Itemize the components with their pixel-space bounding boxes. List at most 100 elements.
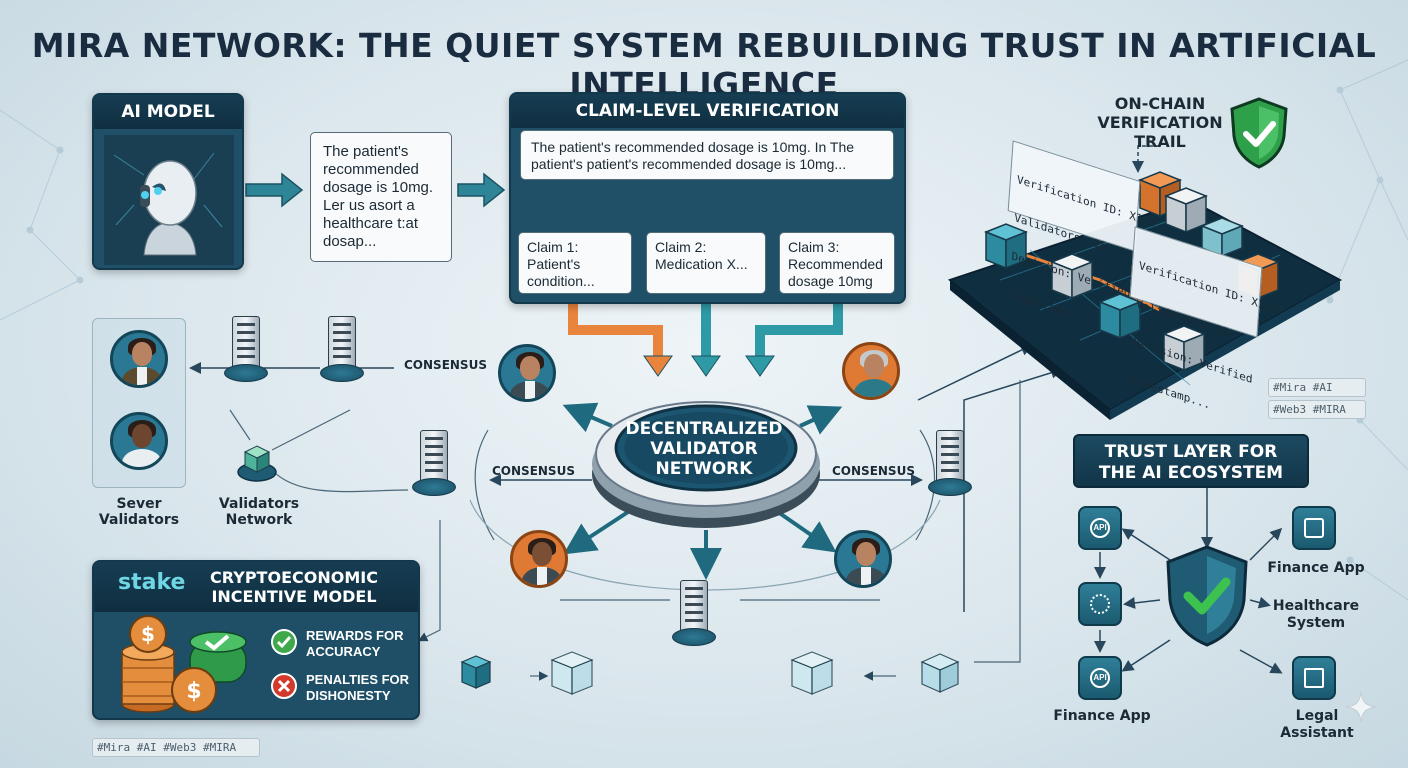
hub-label: DECENTRALIZED VALIDATOR NETWORK <box>604 419 804 479</box>
hashtag: #Web3 <box>163 741 197 754</box>
validator-avatar <box>110 330 168 388</box>
trust-shield-icon <box>1166 545 1248 647</box>
penalties-line: PENALTIES FOR <box>306 672 410 687</box>
hashtag-group: #Web3 #MIRA <box>1268 400 1366 419</box>
penalties-line: DISHONESTY <box>306 688 391 703</box>
document-check-icon <box>1292 656 1336 700</box>
ai-output-line: recommended <box>323 161 419 178</box>
finance-app-label: Finance App <box>1267 560 1365 576</box>
healthcare-line: Healthcare <box>1272 598 1360 614</box>
validators-network-line: Validators <box>218 496 300 512</box>
claim-2-line: Medication X... <box>655 256 748 272</box>
trust-layer-title: TRUST LAYER FOR THE AI ECOSYSTEM <box>1073 434 1309 488</box>
wallet-icon <box>1292 506 1336 550</box>
ledger-title-line: VERIFICATION TRAIL <box>1097 113 1223 151</box>
ai-output-line: healthcare t:at <box>323 215 419 232</box>
claim-3-title: Claim 3: <box>788 239 840 255</box>
claim-1-line: condition... <box>527 273 595 289</box>
claim-2-title: Claim 2: <box>655 239 707 255</box>
validator-avatar <box>510 530 568 588</box>
hashtag: #Web3 <box>1273 403 1307 416</box>
incentive-header <box>94 562 418 612</box>
hashtag: #AI <box>136 741 157 754</box>
penalties-label: PENALTIES FOR DISHONESTY <box>306 672 409 704</box>
ai-output-line: The patient's <box>323 143 409 160</box>
sparkle-icon <box>1345 691 1377 723</box>
validator-avatar <box>834 530 892 588</box>
ai-output-line: dosage is 10mg. <box>323 179 434 196</box>
x-circle-icon <box>271 673 297 699</box>
hub-label-line: DECENTRALIZED <box>625 419 783 439</box>
ledger-title: ON-CHAIN VERIFICATION TRAIL <box>1070 94 1250 151</box>
record-line: Verification ID: X123 <box>1138 258 1279 316</box>
claim-3-line: Recommended <box>788 256 883 272</box>
server-validators-line: Validators <box>98 512 180 528</box>
incentive-title-line: INCENTIVE MODEL <box>211 587 377 606</box>
hashtag-group: #Mira #AI #Web3 #MIRA <box>92 738 260 757</box>
flow-arrow-model-to-text <box>245 172 304 208</box>
claim-2-box: Claim 2: Medication X... <box>646 232 766 294</box>
healthcare-line: System <box>1286 615 1346 631</box>
rewards-label: REWARDS FOR ACCURACY <box>306 628 404 660</box>
incentive-title: CRYPTOECONOMIC INCENTIVE MODEL <box>196 568 392 606</box>
validators-network-label: Validators Network <box>212 496 306 528</box>
server-validators-line: Sever <box>116 496 162 512</box>
stake-label: stake <box>118 570 186 595</box>
trust-layer-title-line: TRUST LAYER FOR <box>1104 442 1278 462</box>
claim-1-title: Claim 1: <box>527 239 579 255</box>
validator-avatar <box>110 412 168 470</box>
api-icon-label: API <box>1090 518 1110 538</box>
ai-output-line: Ler us asort a <box>323 197 415 214</box>
ai-output-line: dosap... <box>323 233 377 250</box>
server-rack-icon <box>224 316 268 382</box>
trust-layer-title-line: THE AI ECOSYSTEM <box>1098 463 1284 483</box>
server-rack-icon <box>672 580 716 646</box>
check-circle-icon <box>271 629 297 655</box>
robot-icon <box>104 135 234 265</box>
legal-assistant-label: Legal Assistant <box>1262 708 1372 742</box>
claim-input-line: The patient's recommended dosage is 10mg… <box>531 139 855 155</box>
ledger-title-line: ON-CHAIN <box>1114 94 1206 113</box>
record-line: Validators: 15 <box>1013 211 1108 254</box>
hashtag: #Mira <box>1273 381 1307 394</box>
claim-verification-title: CLAIM-LEVEL VERIFICATION <box>511 94 904 128</box>
legal-line: Assistant <box>1280 725 1354 741</box>
coin-stack-icon: $ $ <box>121 615 247 713</box>
record-line: Verification ID: X123 <box>1016 172 1157 230</box>
consensus-label: CONSENSUS <box>404 358 487 372</box>
record-line: Decision: Verified <box>1133 335 1253 387</box>
network-node-icon <box>237 445 277 482</box>
rewards-line: ACCURACY <box>306 644 381 659</box>
svg-text:$: $ <box>141 622 155 646</box>
claim-input-text: The patient's recommended dosage is 10mg… <box>520 130 894 180</box>
hub-label-line: NETWORK <box>655 459 753 479</box>
hashtag: #MIRA <box>1312 403 1346 416</box>
claim-3-line: dosage 10mg <box>788 273 873 289</box>
hashtag: #Mira <box>97 741 131 754</box>
gear-icon <box>1078 582 1122 626</box>
healthcare-system-label: Healthcare System <box>1258 598 1374 632</box>
consensus-label: CONSENSUS <box>492 464 575 478</box>
validator-hub-disc <box>592 401 820 528</box>
server-validators-label: Sever Validators <box>92 496 186 528</box>
claim-input-line: patient's patient's recommended dosage i… <box>531 156 847 172</box>
claim-3-box: Claim 3: Recommended dosage 10mg <box>779 232 895 294</box>
validator-avatar <box>498 344 556 402</box>
ai-output-text-box: The patient's recommended dosage is 10mg… <box>310 132 452 262</box>
hashtag: #MIRA <box>203 741 237 754</box>
server-rack-icon <box>412 430 456 496</box>
record-line: Decision: Verified <box>1011 249 1131 301</box>
server-rack-icon <box>320 316 364 382</box>
ai-model-title: AI MODEL <box>94 95 242 129</box>
hashtag: #AI <box>1312 381 1333 394</box>
rewards-line: REWARDS FOR <box>306 628 404 643</box>
api-icon-label: API <box>1090 668 1110 688</box>
incentive-title-line: CRYPTOECONOMIC <box>210 568 378 587</box>
validators-network-line: Network <box>225 512 293 528</box>
svg-text:$: $ <box>186 679 201 704</box>
ai-model-panel: AI MODEL <box>92 93 244 270</box>
api-icon: API <box>1078 506 1122 550</box>
server-rack-icon <box>928 430 972 496</box>
record-line: Validators: 15 <box>1135 297 1230 340</box>
